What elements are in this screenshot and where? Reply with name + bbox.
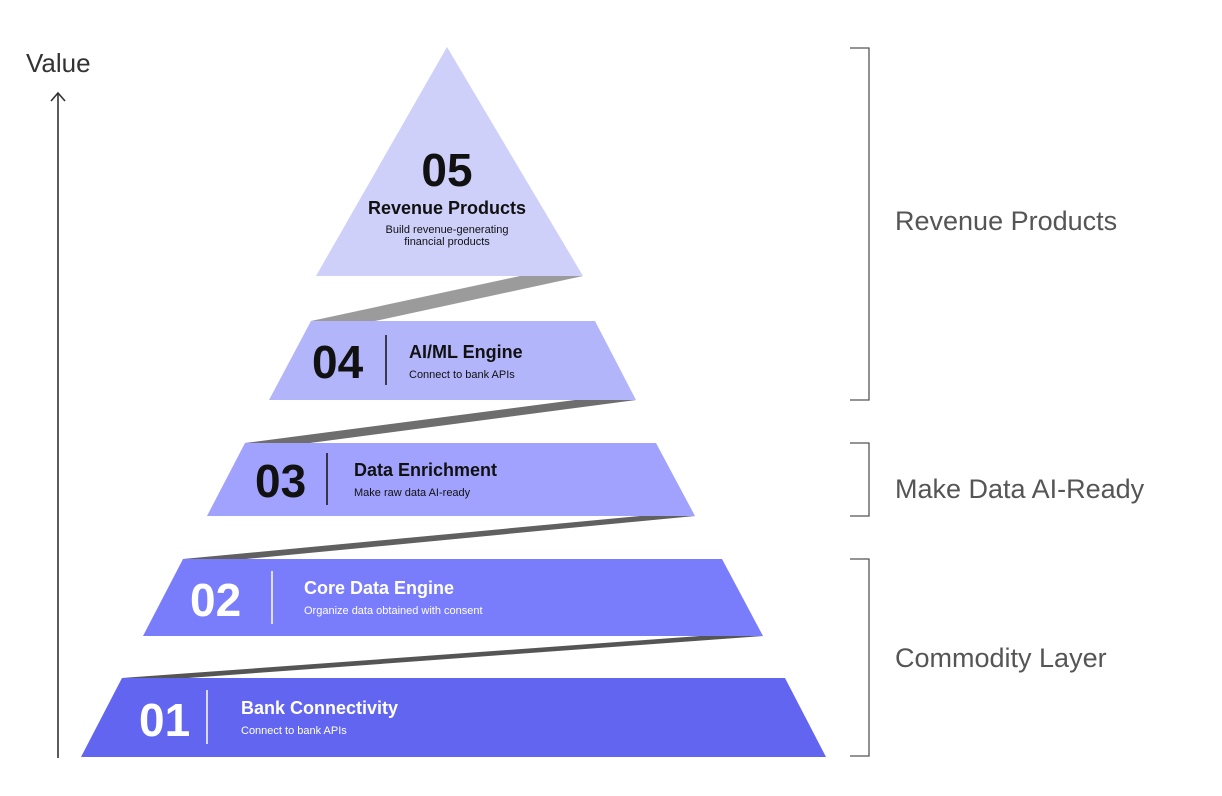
tier-01-description: Connect to bank APIs: [241, 725, 347, 737]
arrow-up-icon: [50, 91, 66, 102]
connector-02-03: [183, 516, 695, 559]
connector-04-05: [311, 276, 583, 321]
tier-03-shape: [207, 443, 695, 516]
value-axis-label: Value: [26, 48, 91, 78]
tier-05-number: 05: [421, 144, 472, 196]
tier-03-description: Make raw data AI-ready: [354, 487, 471, 499]
tier-02-number: 02: [190, 574, 241, 626]
tier-04-title: AI/ML Engine: [409, 342, 523, 362]
tier-01-shape: [81, 678, 826, 757]
tier-05-shape: [316, 47, 583, 276]
group-bracket-make-data-ai-ready: [850, 442, 870, 517]
tier-05-description-line-1: Build revenue-generating: [386, 224, 509, 236]
tier-05-description-line-2: financial products: [404, 236, 490, 248]
group-bracket-revenue-products: [850, 47, 870, 401]
tier-02-title: Core Data Engine: [304, 578, 454, 598]
tier-05-title: Revenue Products: [368, 198, 526, 218]
tier-01-number: 01: [139, 694, 190, 746]
tier-03-title: Data Enrichment: [354, 460, 497, 480]
group-label-make-data-ai-ready: Make Data AI-Ready: [895, 474, 1145, 504]
connector-01-02: [122, 636, 763, 678]
tier-04-number: 04: [312, 336, 364, 388]
tier-04-shape: [269, 321, 636, 400]
tier-02-description: Organize data obtained with consent: [304, 605, 483, 617]
group-label-commodity-layer: Commodity Layer: [895, 643, 1107, 673]
tier-04-description: Connect to bank APIs: [409, 369, 515, 381]
connector-03-04: [245, 400, 636, 443]
tier-03-number: 03: [255, 455, 306, 507]
tier-01-title: Bank Connectivity: [241, 698, 398, 718]
tier-02-shape: [143, 559, 763, 636]
group-label-revenue-products: Revenue Products: [895, 206, 1117, 236]
group-bracket-commodity-layer: [850, 558, 870, 757]
